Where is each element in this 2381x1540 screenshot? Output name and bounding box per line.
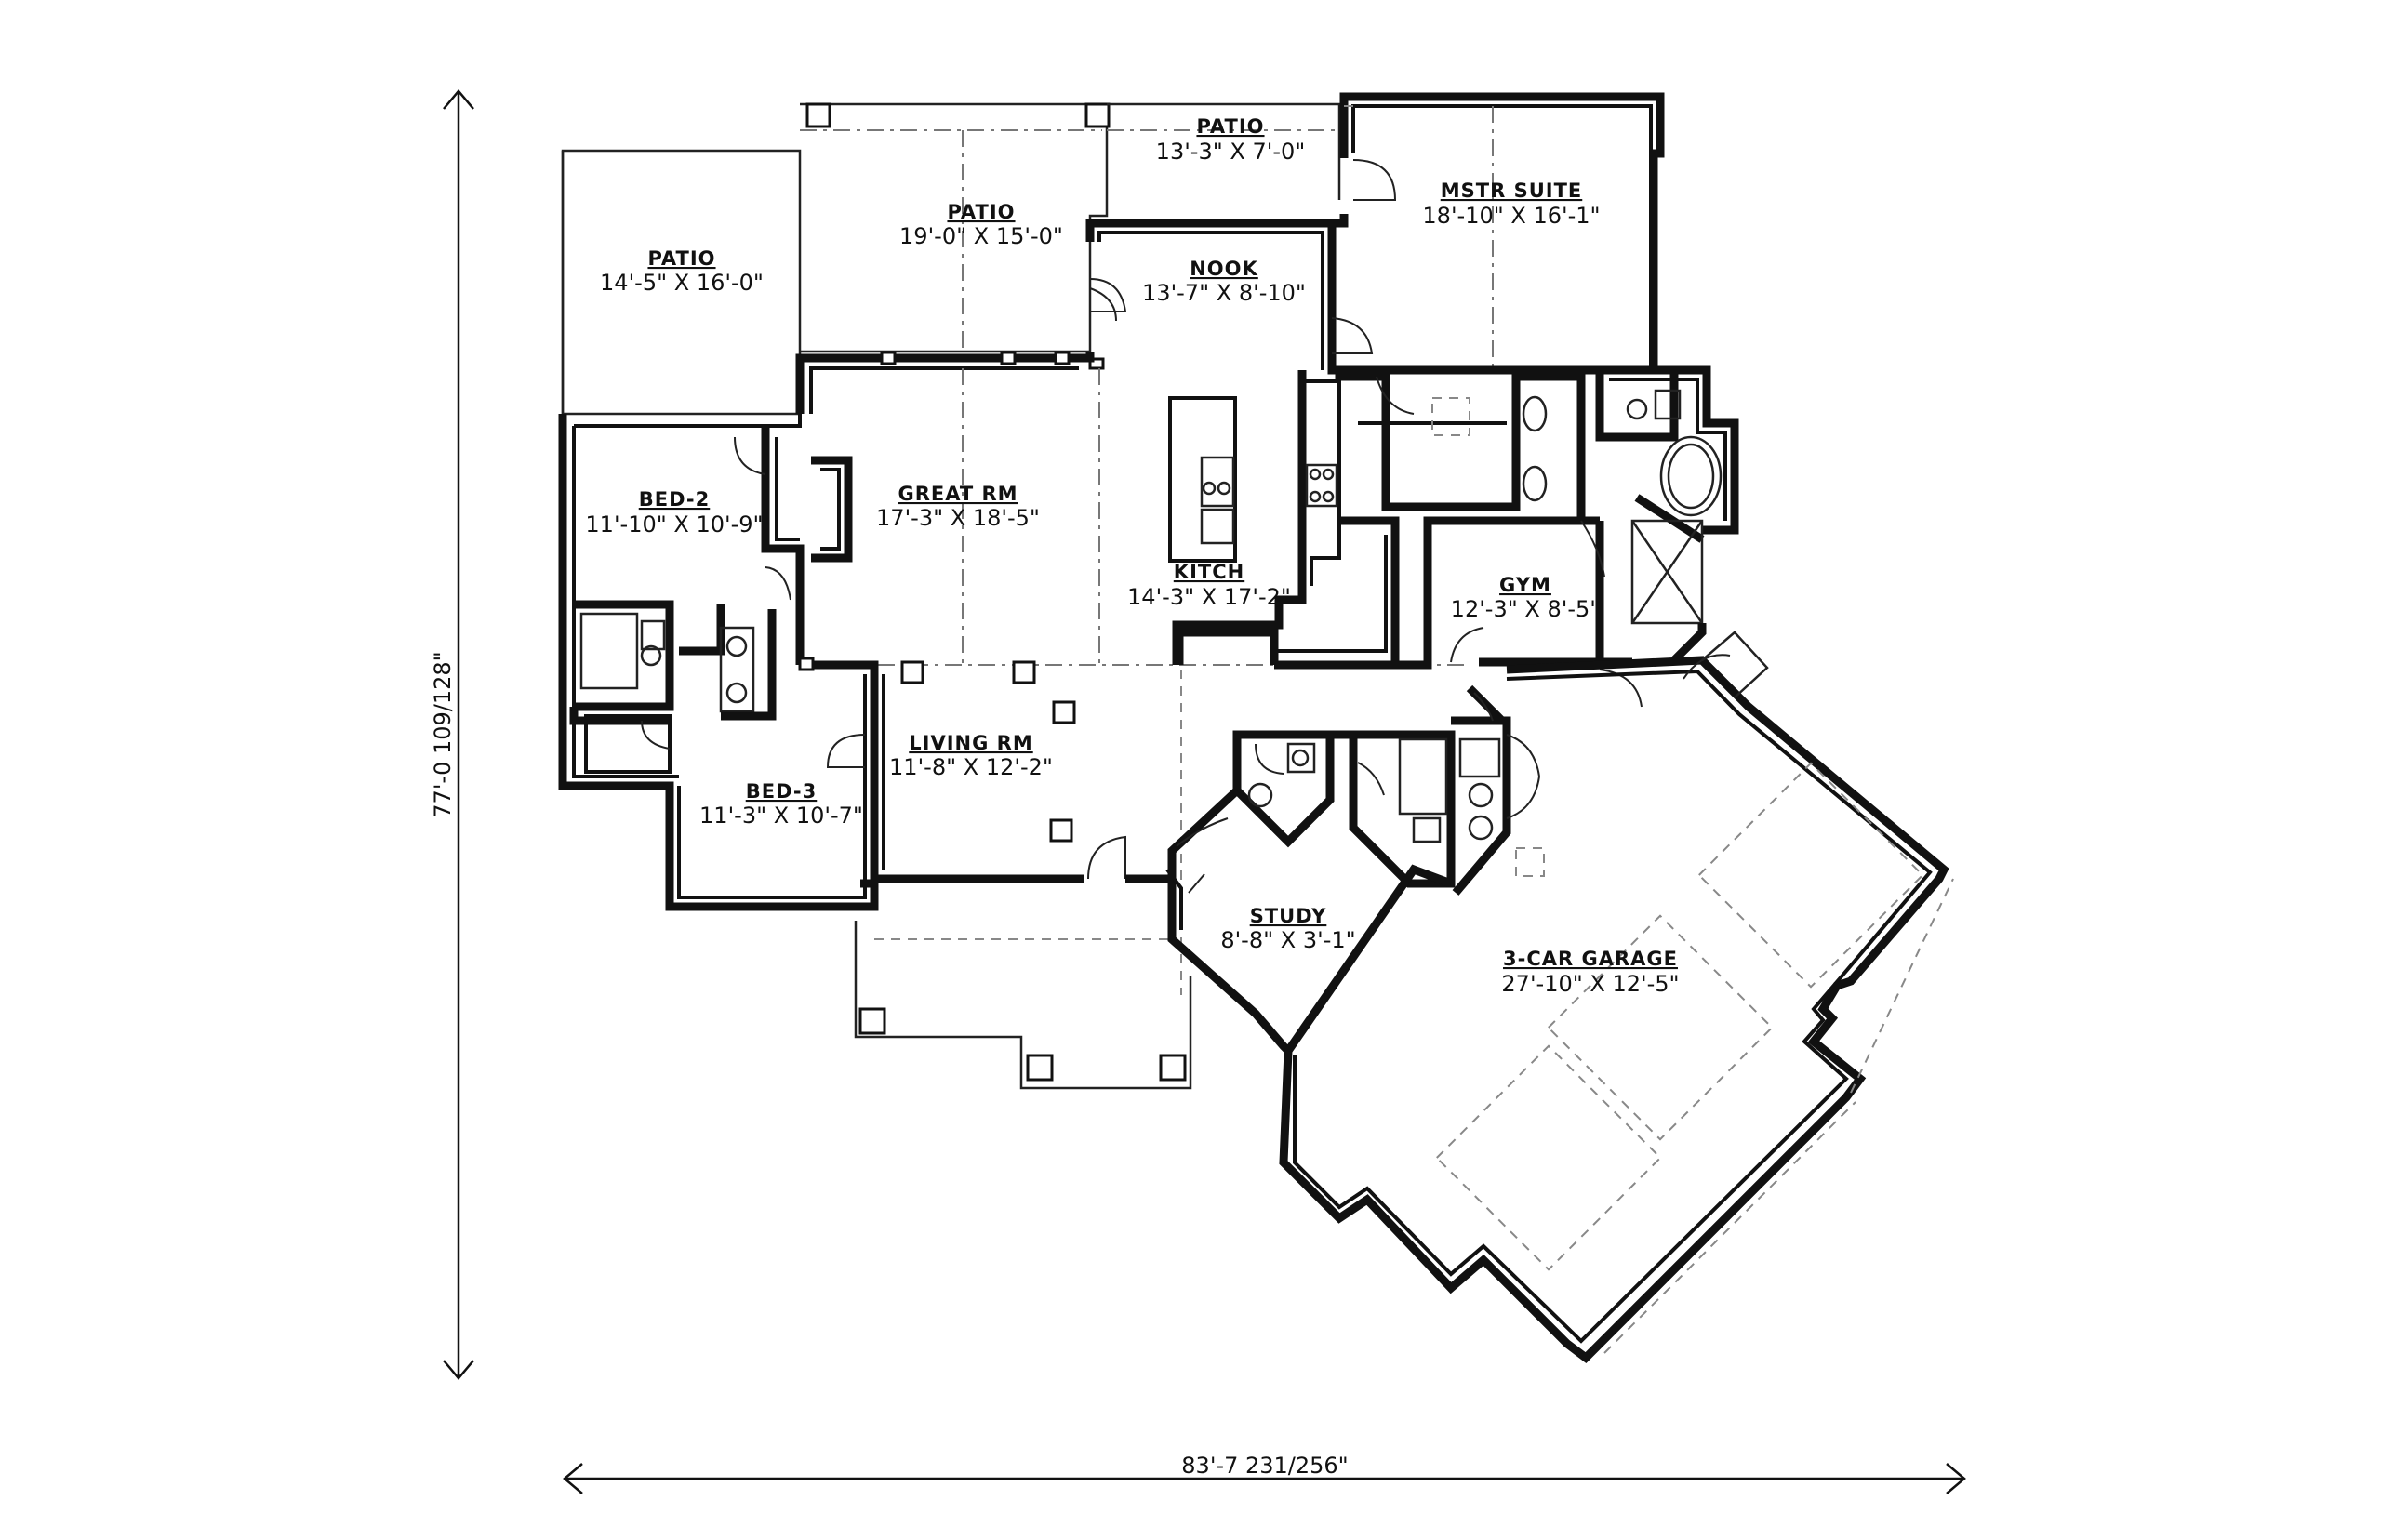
bed-2-walls	[558, 414, 879, 911]
patio-left-size: 14'-5" X 16'-0"	[600, 270, 764, 296]
study-name: STUDY	[1250, 905, 1327, 927]
bed-2-size: 11'-10" X 10'-9"	[585, 511, 763, 538]
nook-name: NOOK	[1190, 258, 1258, 280]
patio-top	[1107, 102, 1341, 200]
powder-laundry	[1232, 684, 1540, 896]
nook-walls	[1085, 219, 1374, 370]
kitch-name: KITCH	[1174, 561, 1244, 583]
garage-walls	[1279, 631, 1954, 1363]
width-dimension: 83'-7 231/256"	[563, 1453, 1966, 1494]
study-size: 8'-8" X 3'-1"	[1220, 927, 1355, 953]
depth-dimension: 77'-0 109/128"	[430, 89, 474, 1380]
study-walls	[1158, 787, 1453, 1055]
patio-center-size: 19'-0" X 15'-0"	[899, 223, 1063, 249]
bed-3-walls	[677, 674, 879, 907]
garage-size: 27'-10" X 12'-5"	[1501, 971, 1679, 997]
gym-size: 12'-3" X 8'-5"	[1451, 596, 1601, 622]
great-rm-name: GREAT RM	[898, 483, 1018, 505]
living-rm-size: 11'-8" X 12'-2"	[889, 754, 1053, 780]
exterior-misc	[561, 151, 565, 414]
mstr-suite-size: 18'-10" X 16'-1"	[1422, 203, 1600, 229]
garage-name: 3-CAR GARAGE	[1503, 948, 1678, 970]
room-labels: PATIO 14'-5" X 16'-0" PATIO 19'-0" X 15'…	[585, 115, 1679, 997]
kitchen-island	[1168, 396, 1237, 563]
nook-size: 13'-7" X 8'-10"	[1142, 280, 1306, 306]
gym-name: GYM	[1499, 574, 1551, 596]
patio-left-name: PATIO	[647, 247, 715, 270]
patio-center	[800, 102, 1111, 370]
great-rm-size: 17'-3" X 18'-5"	[876, 505, 1040, 531]
patio-top-size: 13'-3" X 7'-0"	[1156, 139, 1306, 165]
bed-2-name: BED-2	[639, 488, 711, 511]
bed-3-name: BED-3	[746, 780, 818, 803]
overall-width-label: 83'-7 231/256"	[1181, 1453, 1348, 1479]
living-room	[870, 660, 1182, 995]
patio-center-name: PATIO	[947, 201, 1015, 223]
front-porch	[854, 921, 1192, 1090]
bed-3-size: 11'-3" X 10'-7"	[699, 803, 863, 829]
kitch-size: 14'-3" X 17'-2"	[1127, 584, 1291, 610]
kitchen-counters	[1172, 370, 1400, 670]
overall-depth-label: 77'-0 109/128"	[430, 651, 456, 817]
patio-top-name: PATIO	[1196, 115, 1264, 138]
mstr-suite-name: MSTR SUITE	[1441, 179, 1583, 202]
living-rm-name: LIVING RM	[909, 732, 1032, 754]
mstr-suite-walls	[1327, 92, 1665, 375]
